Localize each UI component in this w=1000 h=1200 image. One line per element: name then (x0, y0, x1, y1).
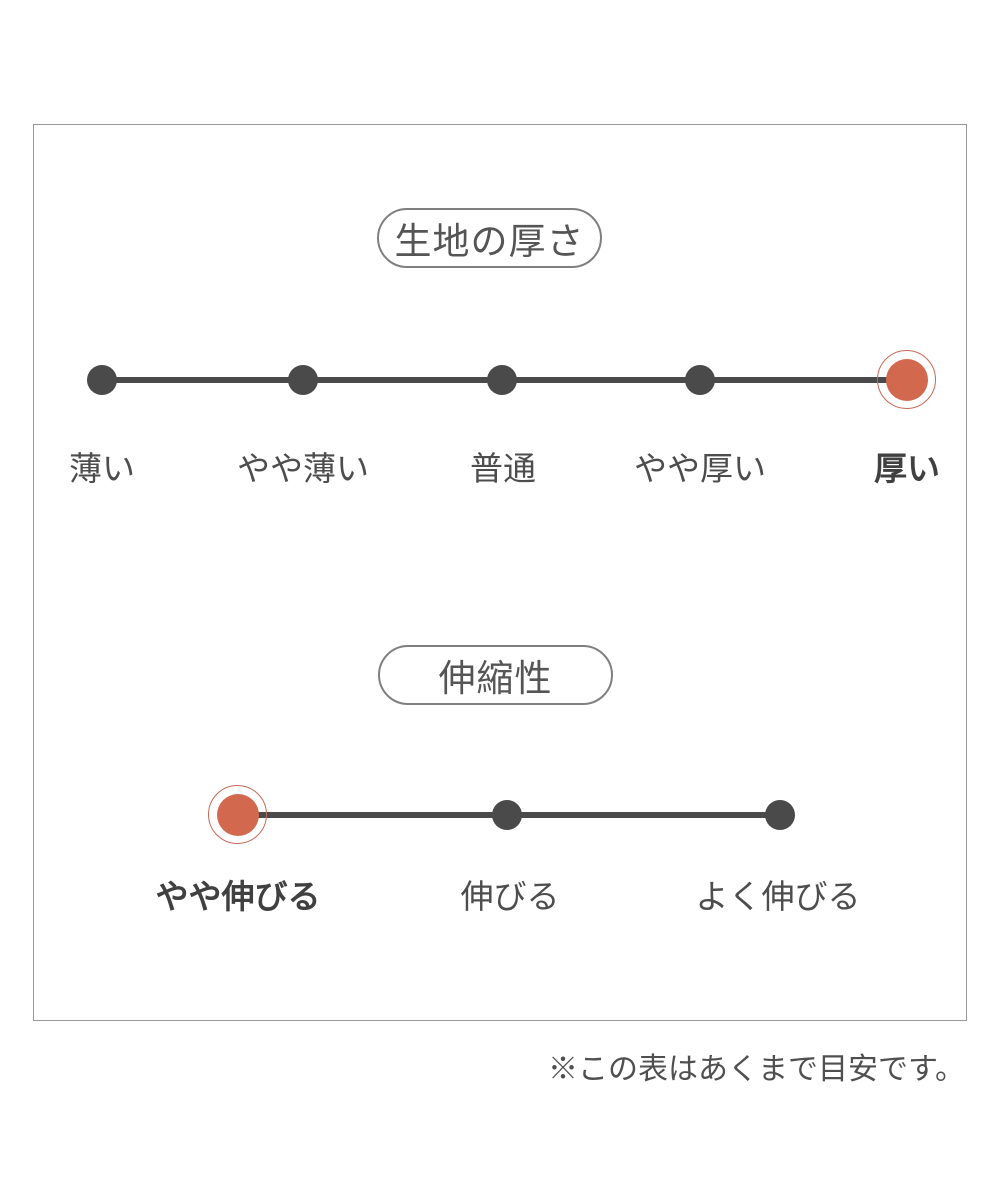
stretch-dot-stretchy (492, 800, 522, 830)
label-normal: 普通 (470, 450, 536, 487)
thickness-title: 生地の厚さ (394, 221, 585, 262)
chart-frame (33, 124, 967, 1021)
thickness-dot-normal (487, 365, 517, 395)
stretch-title-pill: 伸縮性 (378, 645, 613, 705)
stretch-title: 伸縮性 (438, 658, 553, 699)
thickness-title-pill: 生地の厚さ (377, 208, 602, 268)
thickness-dot-slightly-thin (288, 365, 318, 395)
footnote: ※この表はあくまで目安です。 (548, 1053, 965, 1086)
thickness-dot-slightly-thick (685, 365, 715, 395)
stretch-dot-very-stretchy (765, 800, 795, 830)
stretch-selected-dot (217, 794, 259, 836)
label-stretchy: 伸びる (460, 878, 560, 915)
thickness-selected-dot (886, 359, 928, 401)
label-thick-selected: 厚い (874, 450, 940, 487)
label-slightly-thick: やや厚い (634, 450, 766, 487)
thickness-selected-ring (877, 350, 936, 409)
stretch-selected-ring (208, 785, 267, 844)
label-thin: 薄い (69, 450, 135, 487)
label-slightly-thin: やや薄い (237, 450, 369, 487)
label-slightly-stretchy-selected: やや伸びる (155, 878, 321, 915)
label-very-stretchy: よく伸びる (695, 878, 861, 915)
thickness-dot-thin (87, 365, 117, 395)
